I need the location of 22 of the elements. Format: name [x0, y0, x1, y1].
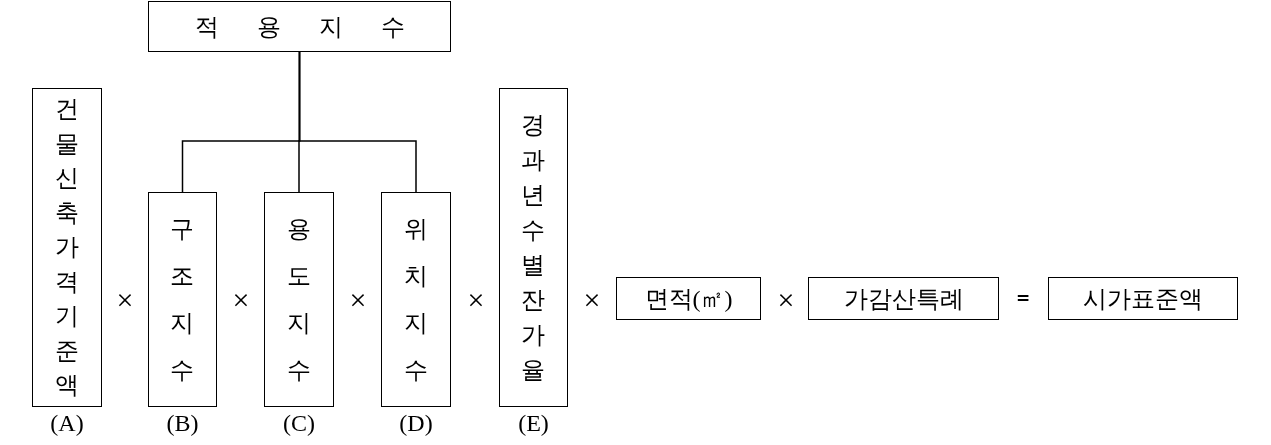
- operator-sign: ×: [232, 285, 250, 315]
- term-box: 위치지수: [381, 192, 451, 407]
- operator-sign: ×: [467, 285, 485, 315]
- term-box: 가감산특례: [808, 277, 999, 320]
- operator-sign: ×: [583, 285, 601, 315]
- letter-caption: (E): [518, 411, 549, 435]
- term-box: 경과년수별잔가율: [499, 88, 568, 407]
- term-box: 면적(㎡): [616, 277, 761, 320]
- letter-caption: (B): [166, 411, 199, 435]
- connector-line: [298, 51, 417, 193]
- term-box: 적용지수: [148, 1, 451, 52]
- operator-sign: ×: [349, 285, 367, 315]
- letter-caption: (D): [399, 411, 433, 435]
- letter-caption: (A): [50, 411, 84, 435]
- term-box: 용도지수: [264, 192, 334, 407]
- term-box: 시가표준액: [1048, 277, 1238, 320]
- term-box: 구조지수: [148, 192, 217, 407]
- term-box: 건물신축가격기준액: [32, 88, 102, 407]
- letter-caption: (C): [283, 411, 315, 435]
- operator-sign: ×: [777, 285, 795, 315]
- operator-sign: ×: [116, 285, 134, 315]
- operator-sign: =: [1015, 289, 1031, 307]
